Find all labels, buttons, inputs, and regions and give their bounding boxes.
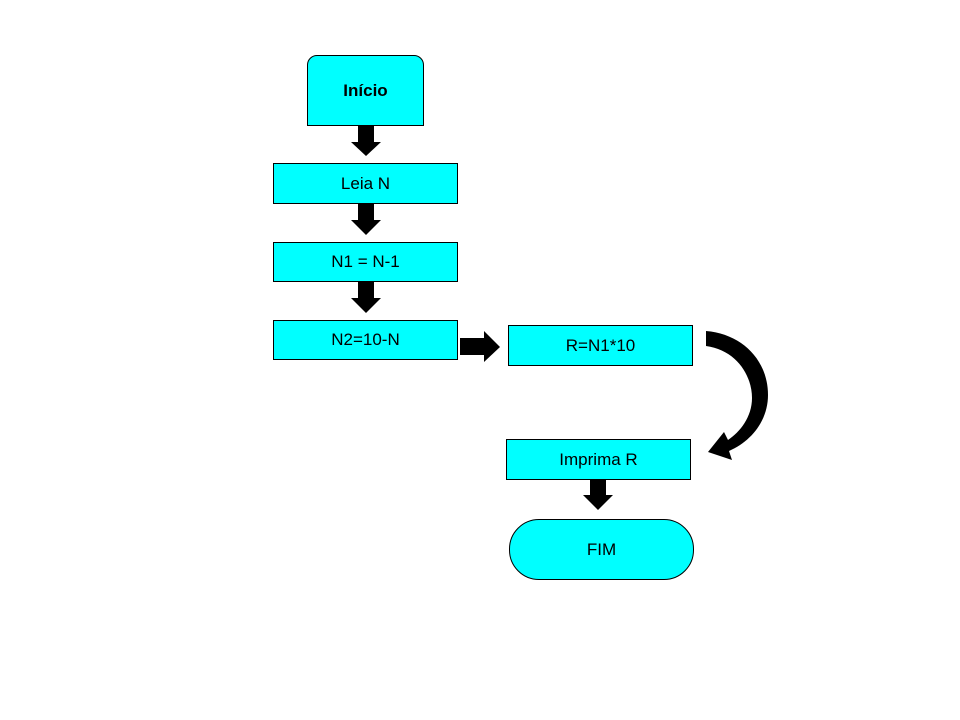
- arrow-down-icon: [351, 282, 381, 313]
- n2-assign-label: N2=10-N: [331, 330, 400, 349]
- print-r-label: Imprima R: [559, 449, 638, 469]
- print-r-node: Imprima R: [506, 439, 691, 480]
- arrow-down-icon: [351, 126, 381, 156]
- curved-arrow-icon: [706, 331, 768, 460]
- read-n-node: Leia N: [273, 163, 458, 204]
- start-node: Início: [307, 55, 424, 126]
- end-node: FIM: [509, 519, 694, 580]
- n1-assign-node: N1 = N-1: [273, 242, 458, 282]
- arrow-right-icon: [460, 331, 500, 362]
- n1-assign-label: N1 = N-1: [331, 252, 400, 271]
- end-label: FIM: [586, 539, 617, 559]
- r-assign-label: R=N1*10: [565, 335, 636, 355]
- arrow-down-icon: [351, 204, 381, 235]
- arrow-down-icon: [583, 480, 613, 510]
- read-n-label: Leia N: [340, 173, 391, 193]
- r-assign-node: R=N1*10: [508, 325, 693, 366]
- n2-assign-node: N2=10-N: [273, 320, 458, 360]
- start-label: Início: [343, 80, 388, 100]
